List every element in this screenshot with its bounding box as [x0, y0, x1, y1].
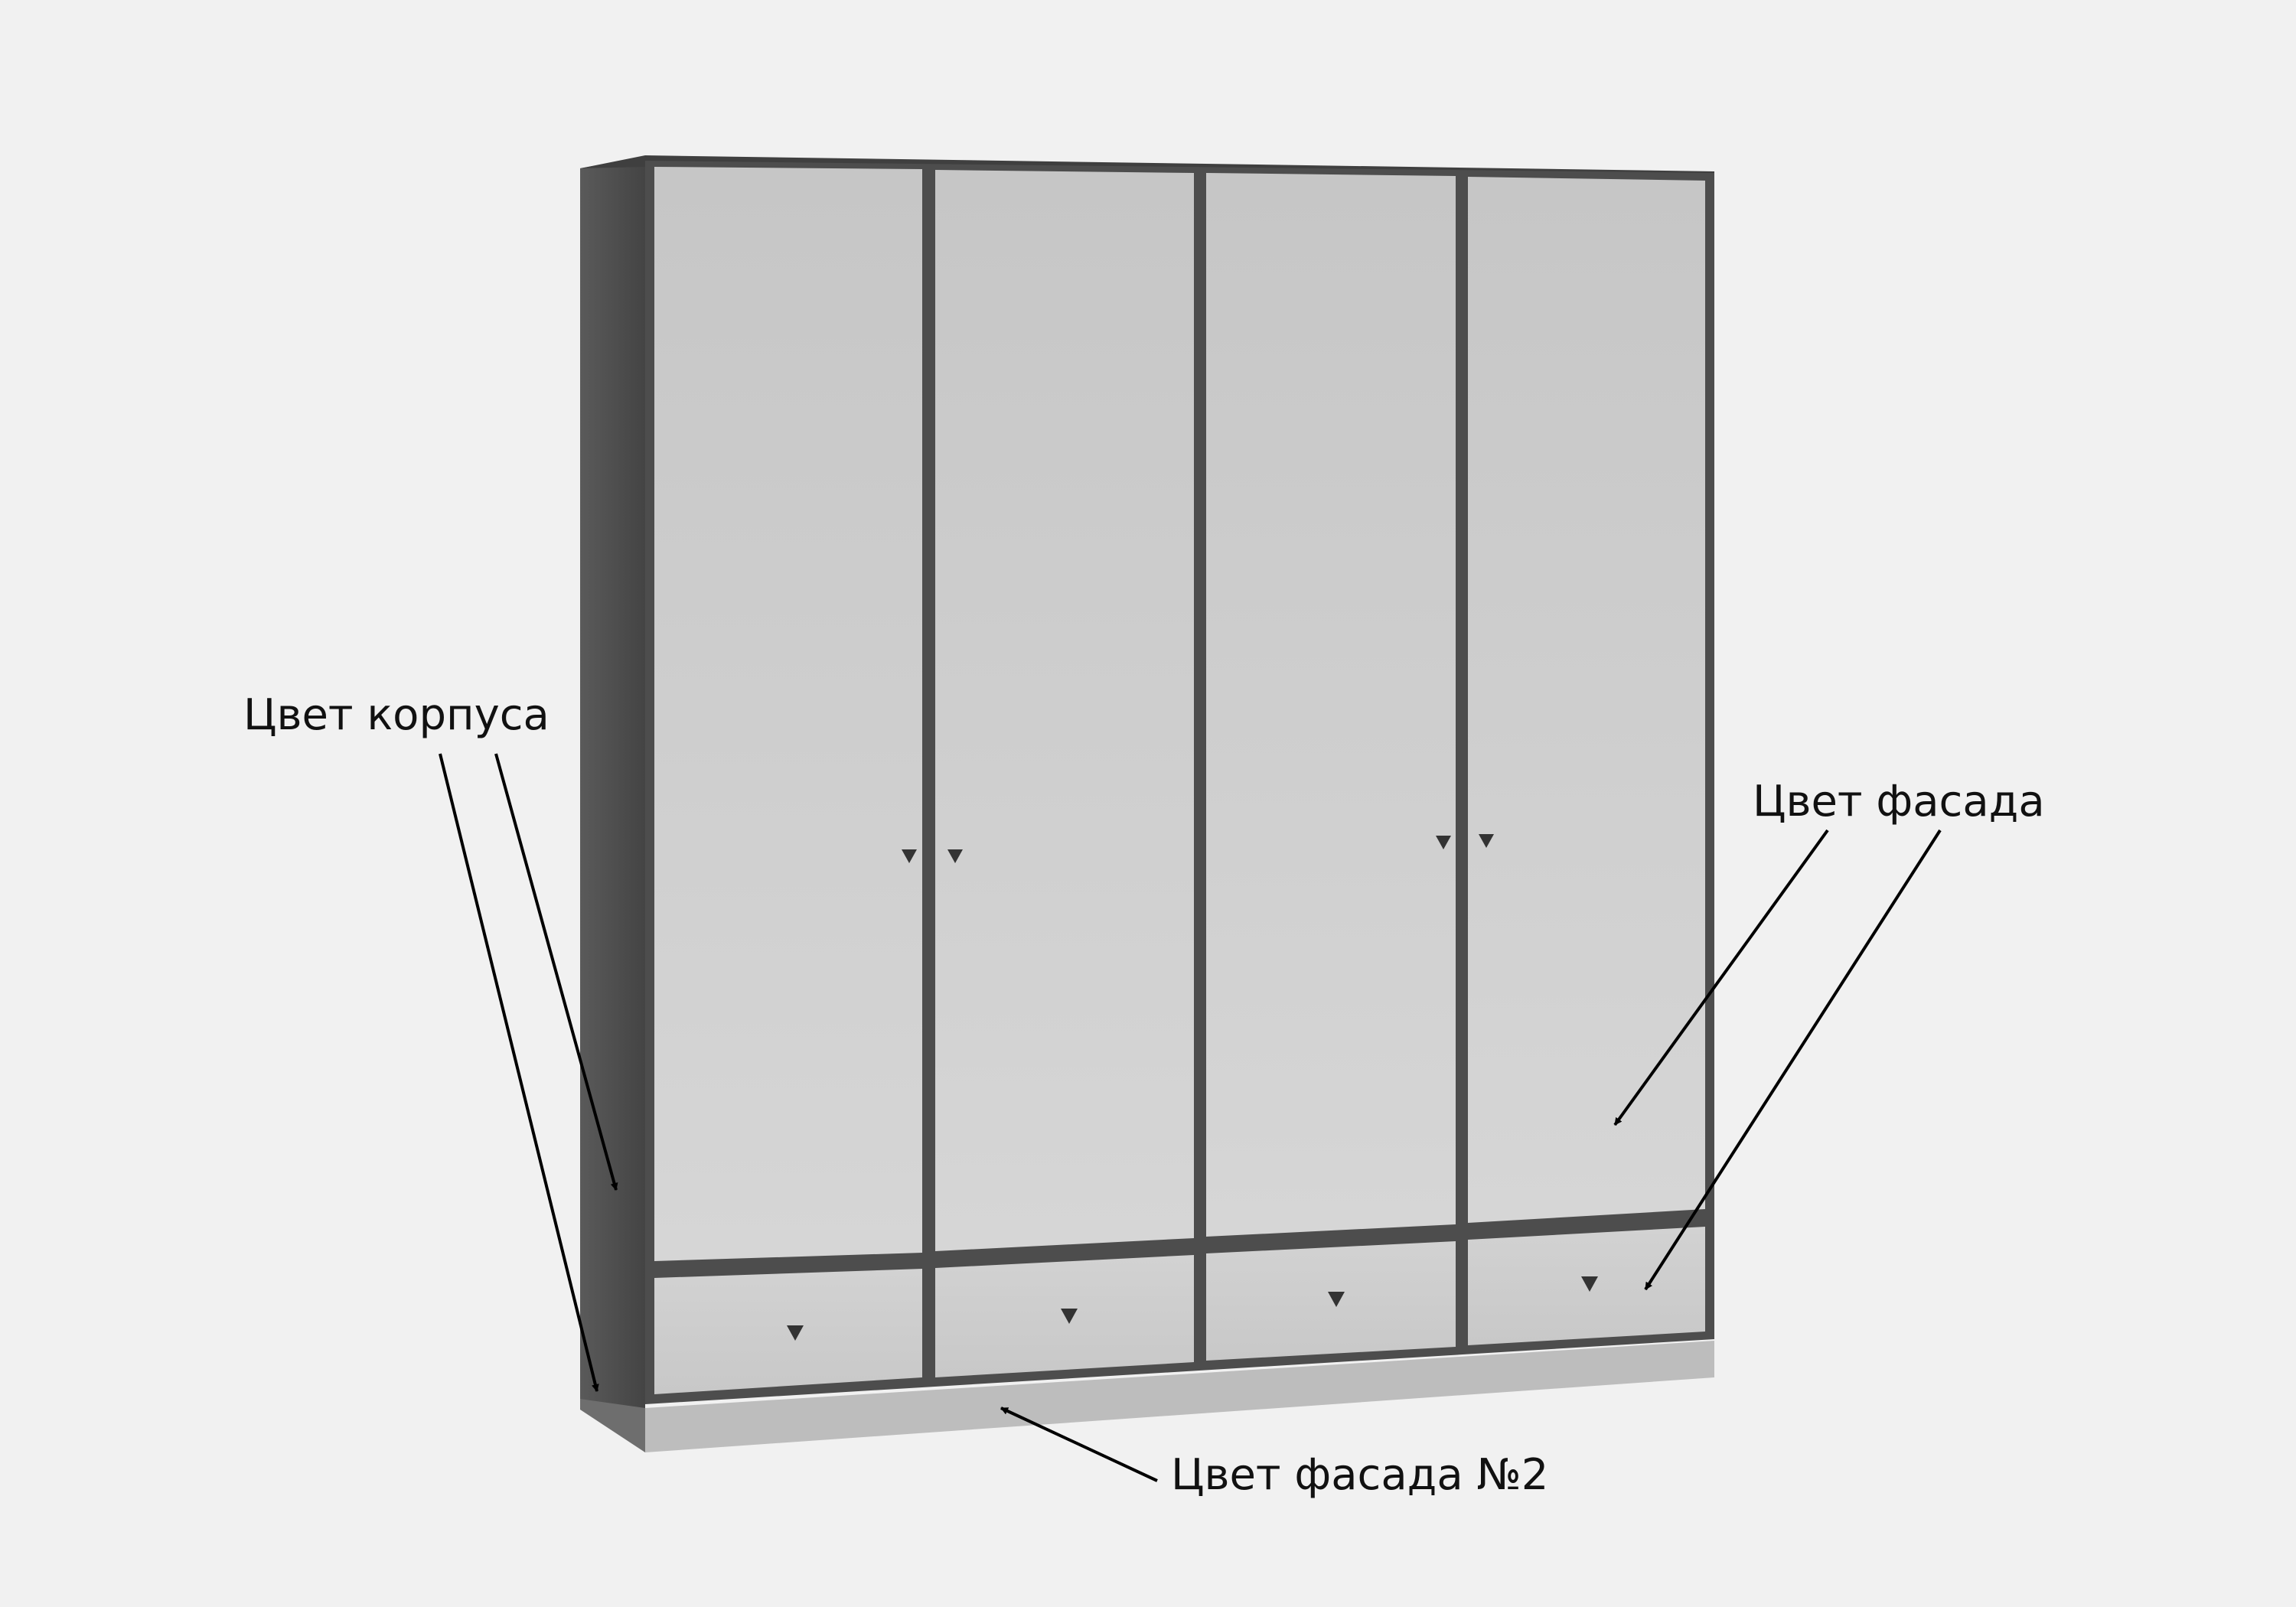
handle-drawer-2 — [1061, 1309, 1078, 1324]
door-1 — [654, 167, 922, 1261]
arrow-body-2 — [494, 753, 618, 1191]
arrow-facade-2 — [1644, 829, 1942, 1291]
door-2 — [935, 170, 1194, 1251]
drawer-1 — [654, 1269, 922, 1394]
plinth — [645, 1341, 1714, 1452]
handle-door-2 — [947, 849, 963, 863]
drawer-2 — [935, 1255, 1194, 1377]
handle-door-1 — [902, 849, 917, 863]
door-3 — [1206, 173, 1456, 1237]
arrow-facade-1 — [1613, 829, 1829, 1126]
handle-drawer-4 — [1581, 1276, 1598, 1292]
label-facade-color: Цвет фасада — [1753, 777, 2045, 826]
plinth-side — [580, 1399, 645, 1452]
handle-door-3 — [1436, 836, 1451, 849]
drawer-3 — [1206, 1241, 1456, 1361]
label-body-color: Цвет корпуса — [243, 690, 550, 740]
door-handles — [902, 834, 1494, 863]
label-facade-color-2: Цвет фасада №2 — [1171, 1450, 1549, 1500]
drawer-handles — [787, 1276, 1598, 1341]
body-side-panel — [580, 157, 645, 1439]
handle-drawer-1 — [787, 1325, 804, 1341]
arrow-facade-2-plinth — [1000, 1407, 1158, 1482]
arrow-body-1 — [439, 753, 599, 1392]
door-4 — [1468, 177, 1705, 1223]
handle-drawer-3 — [1328, 1292, 1345, 1307]
handle-door-4 — [1479, 834, 1494, 848]
